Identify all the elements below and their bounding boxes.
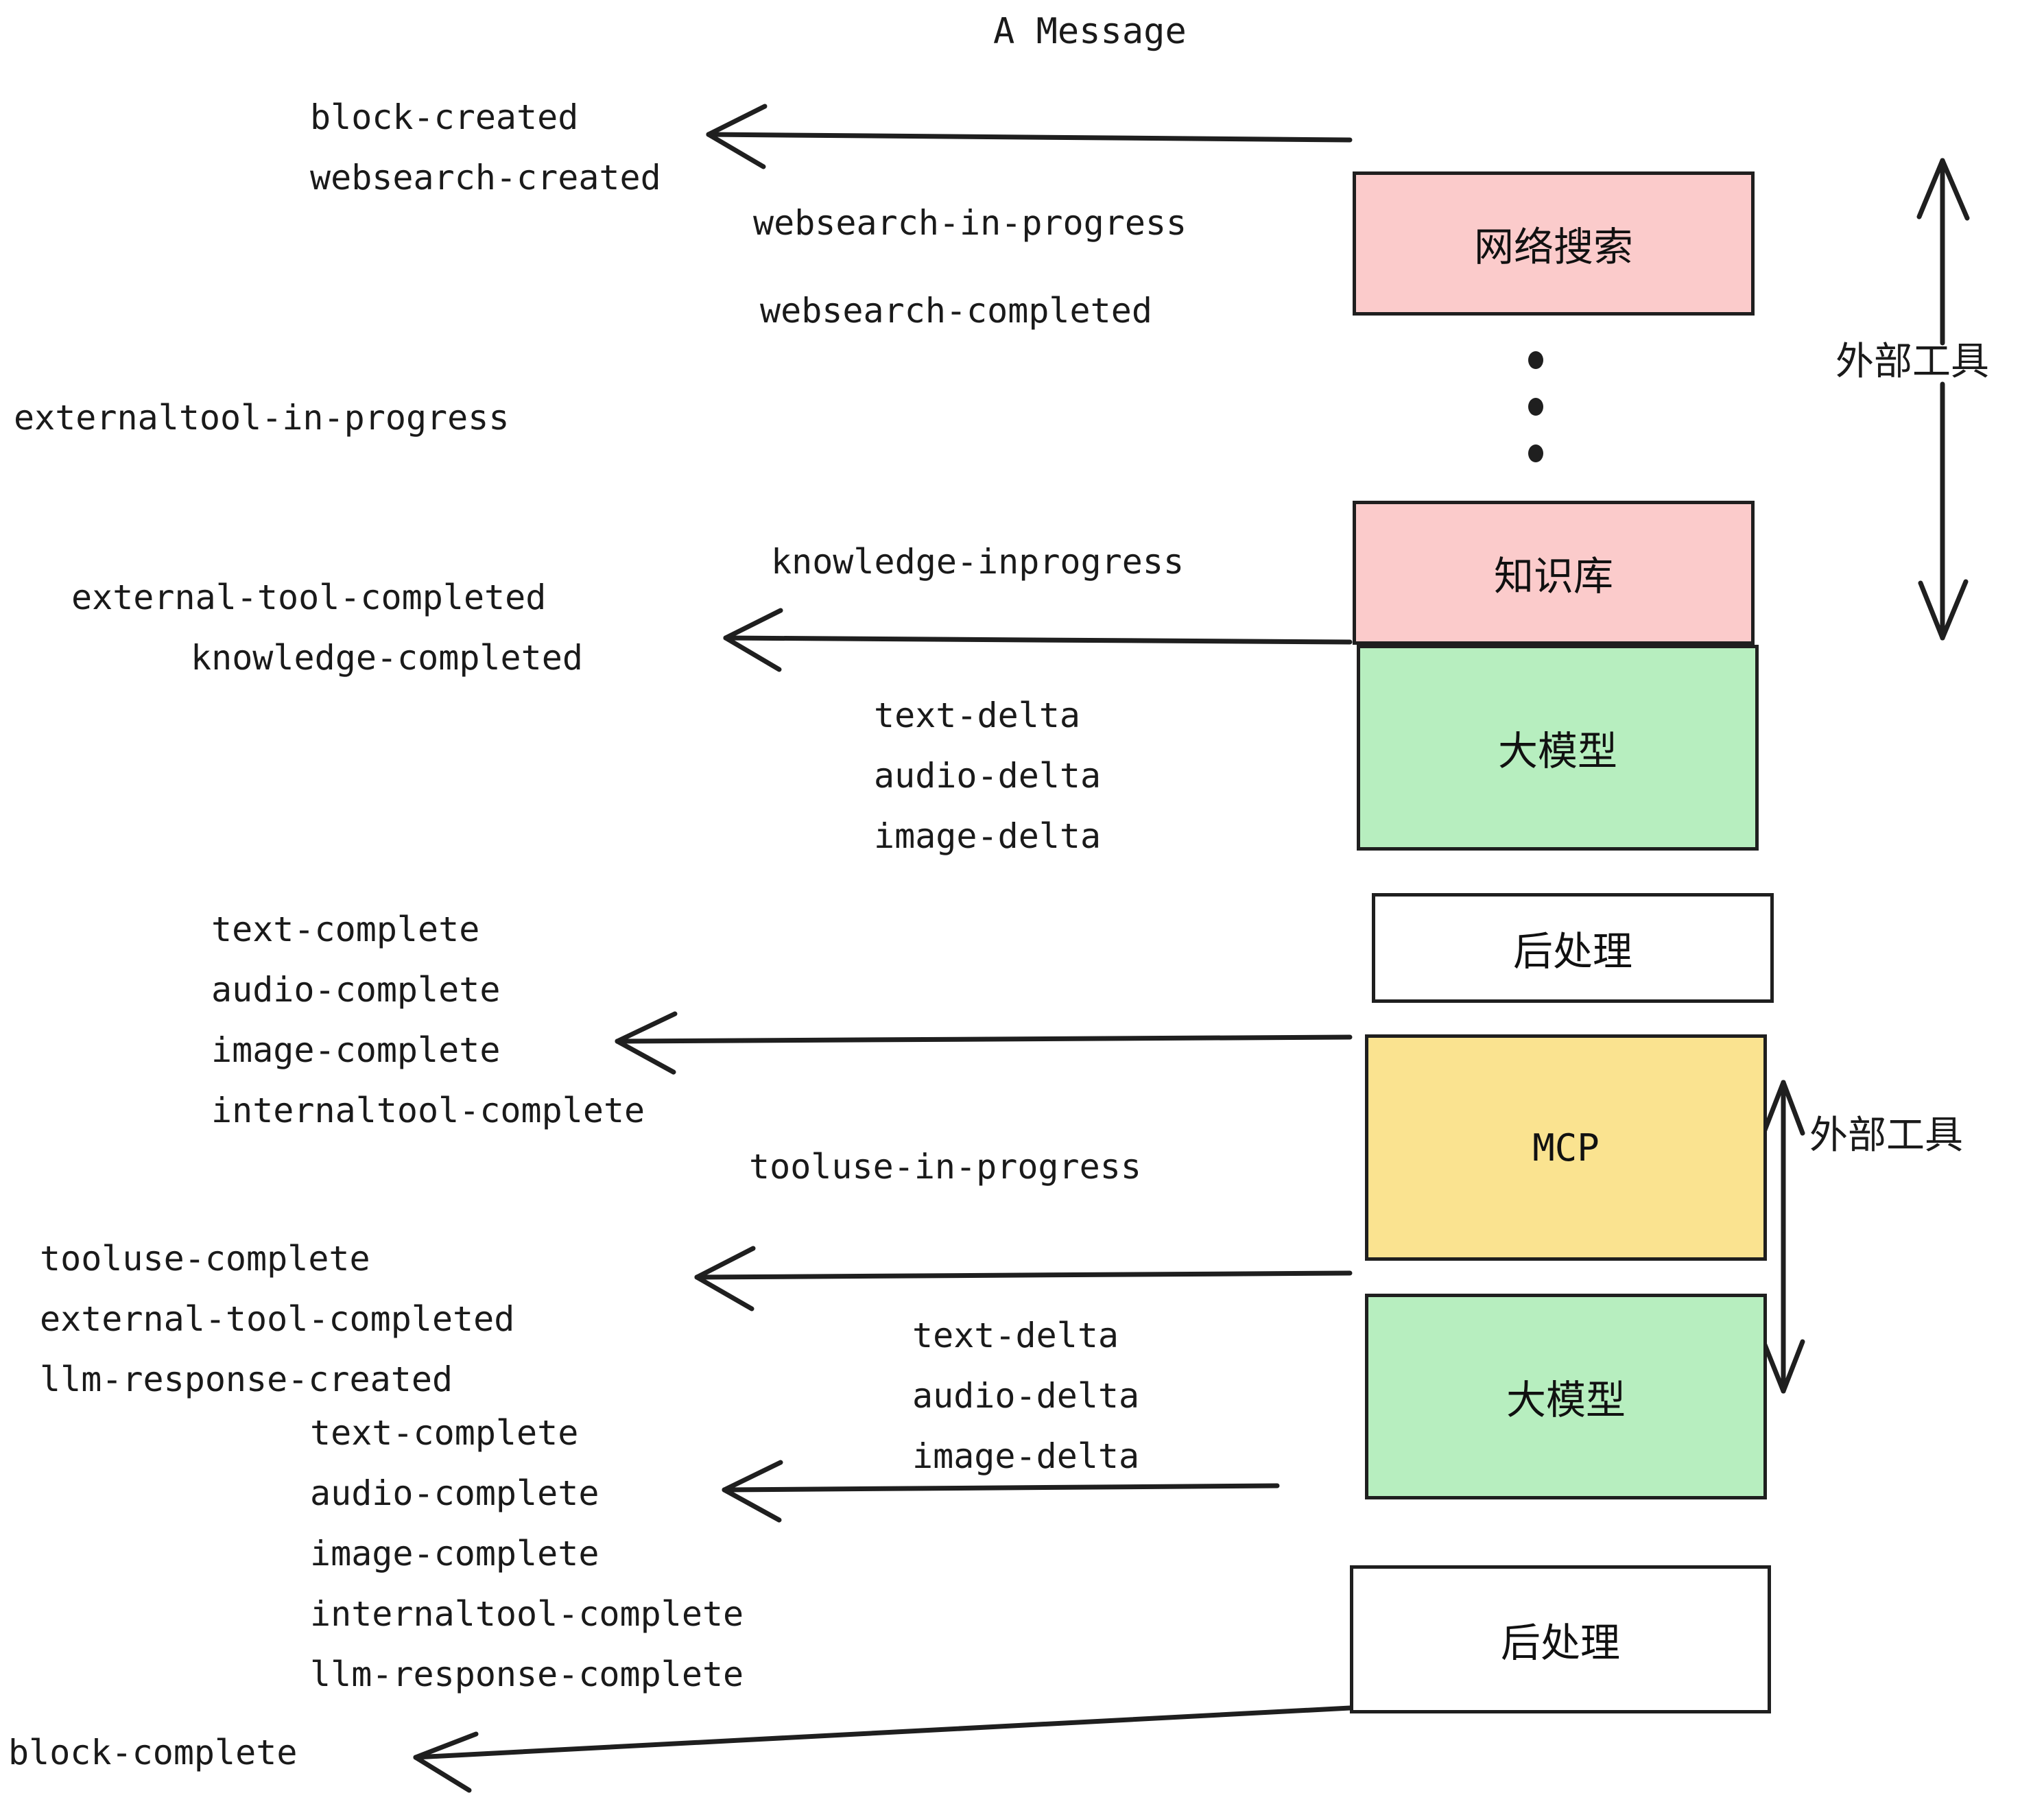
event-externaltool-in-progress: externaltool-in-progress bbox=[14, 398, 510, 438]
node-knowledge[interactable]: 知识库 bbox=[1353, 501, 1755, 645]
event-tooluse-complete: tooluse-complete bbox=[40, 1239, 370, 1279]
event-audio-complete-2: audio-complete bbox=[310, 1473, 599, 1513]
node-postprocess-first[interactable]: 后处理 bbox=[1372, 893, 1774, 1003]
node-websearch[interactable]: 网络搜索 bbox=[1353, 171, 1755, 316]
node-websearch-label: 网络搜索 bbox=[1473, 224, 1633, 270]
event-text-complete-2: text-complete bbox=[310, 1413, 579, 1453]
node-postprocess-second[interactable]: 后处理 bbox=[1350, 1565, 1771, 1713]
diagram-title: A Message bbox=[993, 11, 1187, 52]
node-llm-first-label: 大模型 bbox=[1497, 728, 1617, 774]
ellipsis-dot-3 bbox=[1528, 444, 1543, 462]
node-mcp[interactable]: MCP bbox=[1365, 1034, 1767, 1261]
event-websearch-created: websearch-created bbox=[310, 158, 661, 198]
bracket-label-external-tool-lower: 外部工具 bbox=[1809, 1113, 1963, 1158]
event-websearch-completed: websearch-completed bbox=[760, 291, 1152, 331]
event-block-created: block-created bbox=[310, 97, 579, 137]
event-knowledge-completed: knowledge-completed bbox=[191, 638, 583, 678]
event-llm-response-complete: llm-response-complete bbox=[310, 1654, 744, 1694]
event-image-delta-2: image-delta bbox=[912, 1436, 1140, 1476]
ellipsis-dot-2 bbox=[1528, 398, 1543, 416]
node-llm-first[interactable]: 大模型 bbox=[1357, 645, 1759, 851]
event-text-delta-1: text-delta bbox=[874, 696, 1081, 735]
node-postprocess-first-label: 后处理 bbox=[1512, 928, 1632, 975]
event-tooluse-in-progress: tooluse-in-progress bbox=[749, 1147, 1141, 1187]
event-internaltool-complete-2: internaltool-complete bbox=[310, 1594, 744, 1634]
node-llm-second-label: 大模型 bbox=[1506, 1377, 1626, 1423]
event-text-delta-2: text-delta bbox=[912, 1316, 1119, 1355]
event-audio-delta-1: audio-delta bbox=[874, 756, 1102, 796]
event-image-complete-1: image-complete bbox=[211, 1030, 501, 1070]
event-image-delta-1: image-delta bbox=[874, 816, 1102, 856]
bracket-label-external-tool-upper: 外部工具 bbox=[1835, 340, 1989, 384]
event-knowledge-inprogress: knowledge-inprogress bbox=[771, 542, 1185, 582]
event-block-complete: block-complete bbox=[8, 1733, 298, 1772]
event-audio-complete-1: audio-complete bbox=[211, 970, 501, 1010]
event-external-tool-completed-1: external-tool-completed bbox=[71, 578, 547, 617]
event-audio-delta-2: audio-delta bbox=[912, 1376, 1140, 1416]
event-internaltool-complete-1: internaltool-complete bbox=[211, 1091, 645, 1130]
event-external-tool-completed-2: external-tool-completed bbox=[40, 1299, 515, 1339]
event-websearch-in-progress: websearch-in-progress bbox=[753, 203, 1187, 243]
node-mcp-label: MCP bbox=[1532, 1126, 1600, 1170]
event-llm-response-created: llm-response-created bbox=[40, 1360, 453, 1399]
event-text-complete-1: text-complete bbox=[211, 910, 480, 949]
node-postprocess-second-label: 后处理 bbox=[1500, 1619, 1620, 1666]
node-llm-second[interactable]: 大模型 bbox=[1365, 1294, 1767, 1499]
ellipsis-dot-1 bbox=[1528, 351, 1543, 369]
event-image-complete-2: image-complete bbox=[310, 1534, 599, 1574]
node-knowledge-label: 知识库 bbox=[1493, 553, 1613, 600]
